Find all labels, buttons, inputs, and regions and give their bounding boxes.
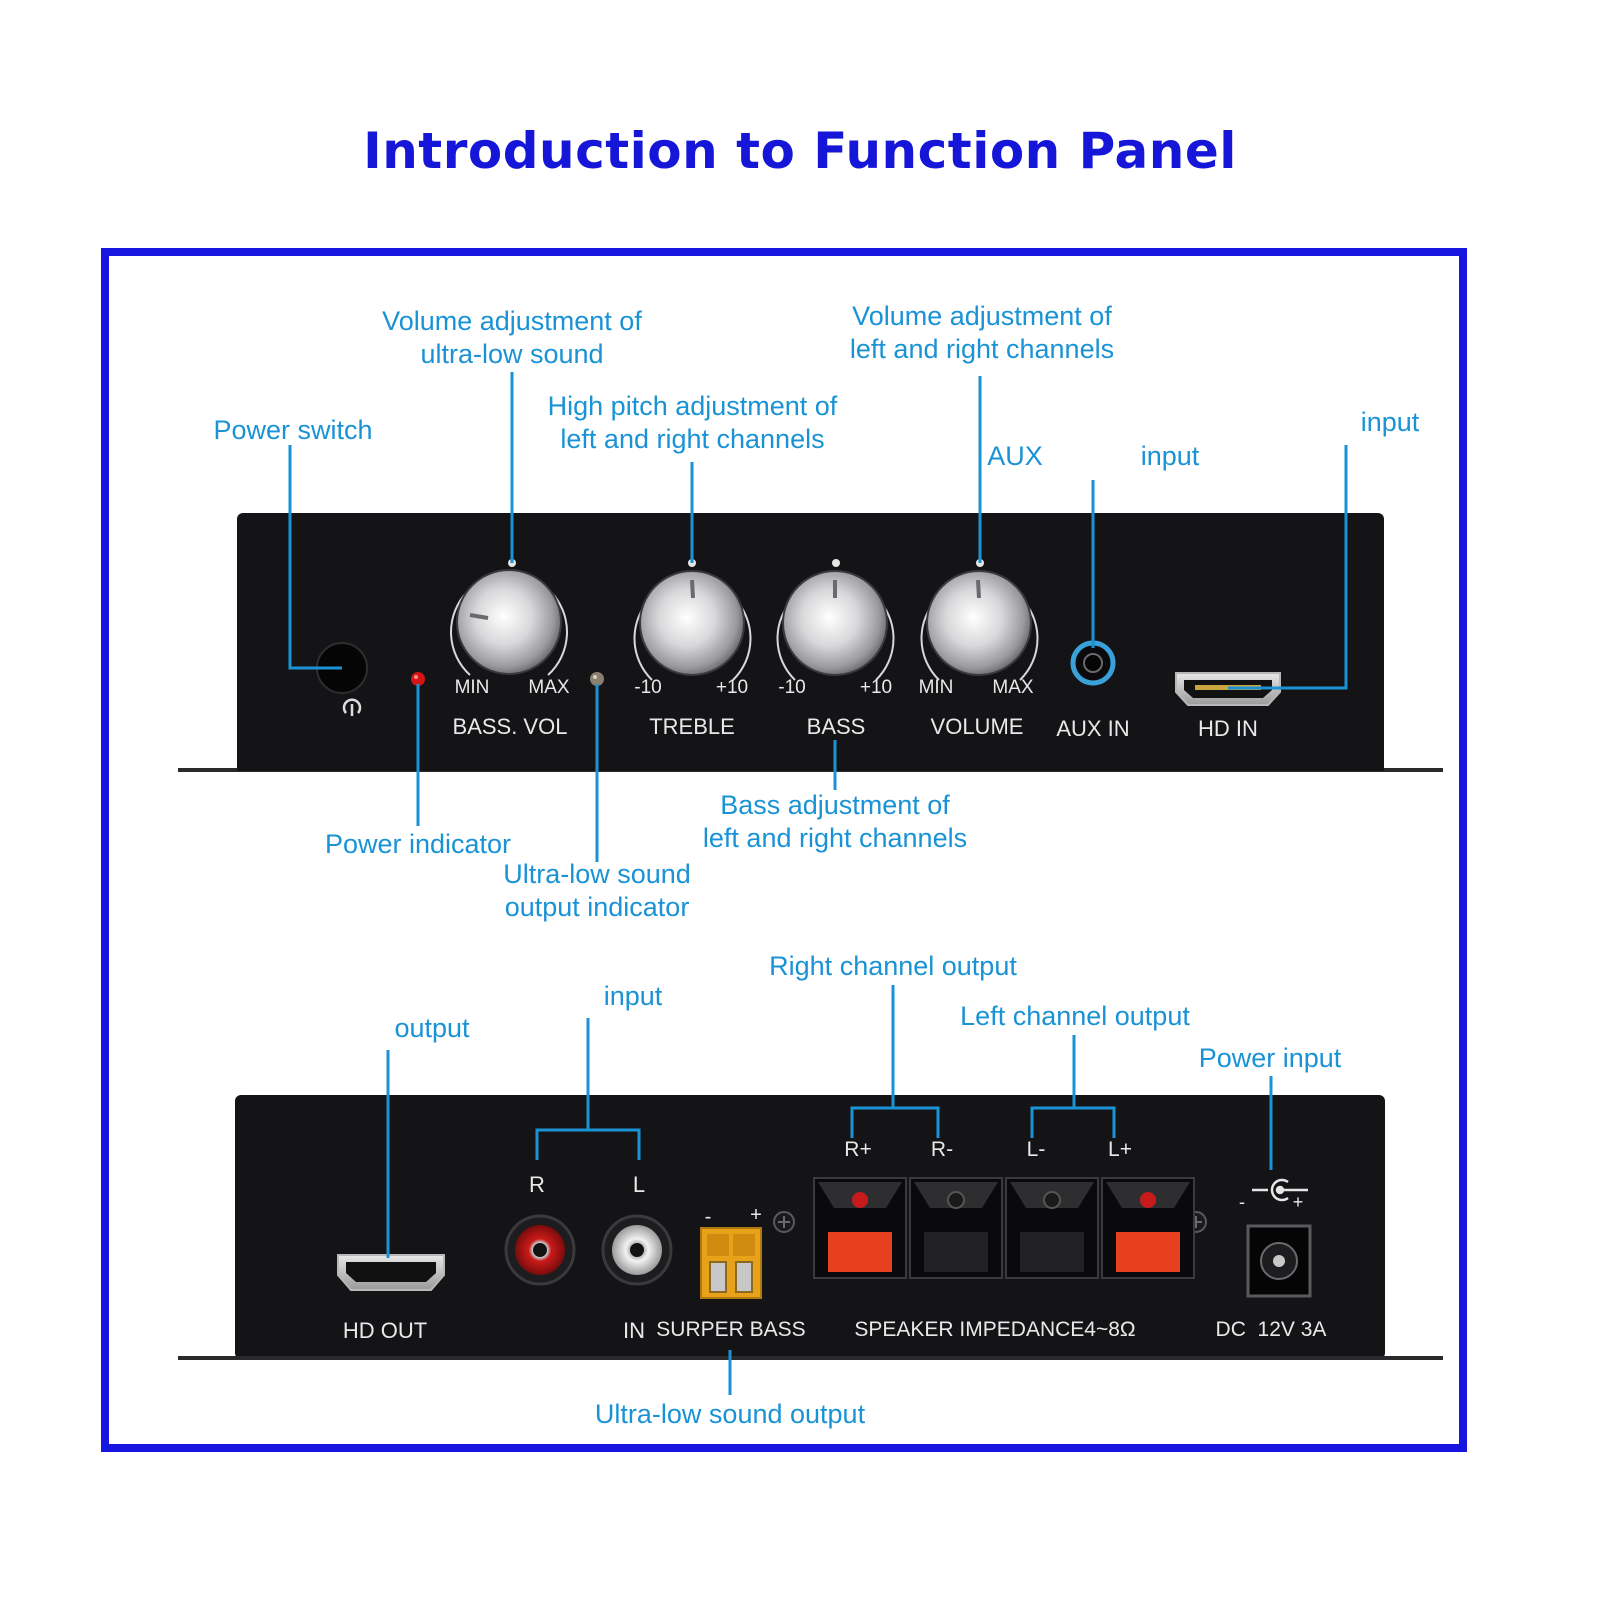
annotation-leader-lines [288, 372, 1348, 1395]
rca-l-label: L [632, 1172, 646, 1197]
hd-out-label: HD OUT [342, 1318, 428, 1343]
speaker-terminal-l-minus[interactable] [1005, 1177, 1099, 1279]
hd-output-annotation: output [394, 1013, 470, 1043]
super-bass-terminal[interactable] [700, 1227, 762, 1299]
l-minus-label: L- [1026, 1138, 1046, 1161]
bass-vol-max-label: MAX [528, 677, 570, 698]
treble-knob[interactable] [633, 559, 752, 681]
bass-max-label: +10 [859, 677, 893, 698]
sub-minus-label: - [704, 1206, 712, 1228]
power-input-annotation: Power input [1198, 1043, 1342, 1073]
rca-r-label: R [529, 1172, 545, 1197]
volume-annotation-line1: Volume adjustment of [852, 301, 1112, 331]
aux-in-label: AUX IN [1056, 716, 1130, 741]
page-title: Introduction to Function Panel [363, 122, 1237, 180]
bass-min-label: -10 [778, 677, 806, 698]
ultra-low-indicator-annotation-line2: output indicator [504, 892, 690, 922]
power-switch-annotation: Power switch [213, 415, 373, 445]
rear-panel [235, 1095, 1385, 1359]
bass-vol-annotation-line1: Volume adjustment of [382, 306, 642, 336]
dc-minus-label: - [1239, 1192, 1245, 1212]
dc-plus-label: + [1292, 1192, 1304, 1212]
diagram-frame [101, 248, 1467, 1452]
speaker-terminal-r-plus[interactable] [813, 1177, 907, 1279]
hd-input-annotation: input [1360, 407, 1420, 437]
treble-annotation-line1: High pitch adjustment of [547, 391, 838, 421]
volume-knob[interactable] [920, 559, 1039, 681]
bass-vol-label: BASS. VOL [452, 714, 568, 739]
in-label: IN [623, 1318, 645, 1343]
aux-annotation: AUX [987, 441, 1043, 471]
bass-vol-annotation-line2: ultra-low sound [420, 339, 604, 369]
r-plus-label: R+ [844, 1138, 872, 1161]
rca-input-annotation: input [603, 981, 663, 1011]
power-indicator-led [411, 672, 425, 686]
dc-polarity-icon [1252, 1178, 1308, 1202]
speaker-terminal-l-plus[interactable] [1101, 1177, 1195, 1279]
bass-adjust-annotation-line2: left and right channels [702, 823, 968, 853]
bass-knob[interactable] [776, 559, 895, 681]
r-minus-label: R- [930, 1138, 954, 1161]
speaker-terminal-r-minus[interactable] [909, 1177, 1003, 1279]
treble-max-label: +10 [715, 677, 749, 698]
aux-in-jack[interactable] [1070, 640, 1116, 686]
hd-out-port[interactable] [337, 1254, 445, 1291]
volume-min-label: MIN [918, 677, 954, 698]
rear-panel-ledge [178, 1356, 1443, 1360]
dc-power-jack[interactable] [1246, 1224, 1312, 1298]
treble-annotation-line2: left and right channels [560, 424, 825, 454]
ultra-low-indicator-annotation-line1: Ultra-low sound [503, 859, 691, 889]
right-channel-annotation: Right channel output [769, 951, 1017, 981]
bass-vol-knob[interactable] [450, 559, 568, 676]
ultra-low-output-annotation: Ultra-low sound output [594, 1399, 866, 1429]
sub-plus-label: + [750, 1204, 762, 1226]
rca-left-jack[interactable] [601, 1214, 673, 1286]
left-channel-annotation: Left channel output [960, 1001, 1190, 1031]
dc-rating-label: DC 12V 3A [1215, 1318, 1327, 1341]
treble-min-label: -10 [634, 677, 662, 698]
aux-input-annotation: input [1140, 441, 1200, 471]
power-indicator-annotation: Power indicator [324, 829, 512, 859]
super-bass-label: SURPER BASS [656, 1318, 806, 1341]
volume-annotation-line2: left and right channels [849, 334, 1115, 364]
hd-in-label: HD IN [1198, 716, 1258, 741]
rca-right-jack[interactable] [504, 1214, 576, 1286]
power-symbol-icon [342, 698, 362, 716]
l-plus-label: L+ [1108, 1138, 1132, 1161]
bass-label: BASS [806, 714, 866, 739]
volume-label: VOLUME [930, 714, 1024, 739]
ultra-low-indicator-led [590, 672, 604, 686]
speaker-impedance-label: SPEAKER IMPEDANCE4~8Ω [854, 1318, 1136, 1341]
treble-label: TREBLE [649, 714, 735, 739]
bass-vol-min-label: MIN [454, 677, 490, 698]
volume-max-label: MAX [992, 677, 1034, 698]
bass-adjust-annotation-line1: Bass adjustment of [720, 790, 950, 820]
